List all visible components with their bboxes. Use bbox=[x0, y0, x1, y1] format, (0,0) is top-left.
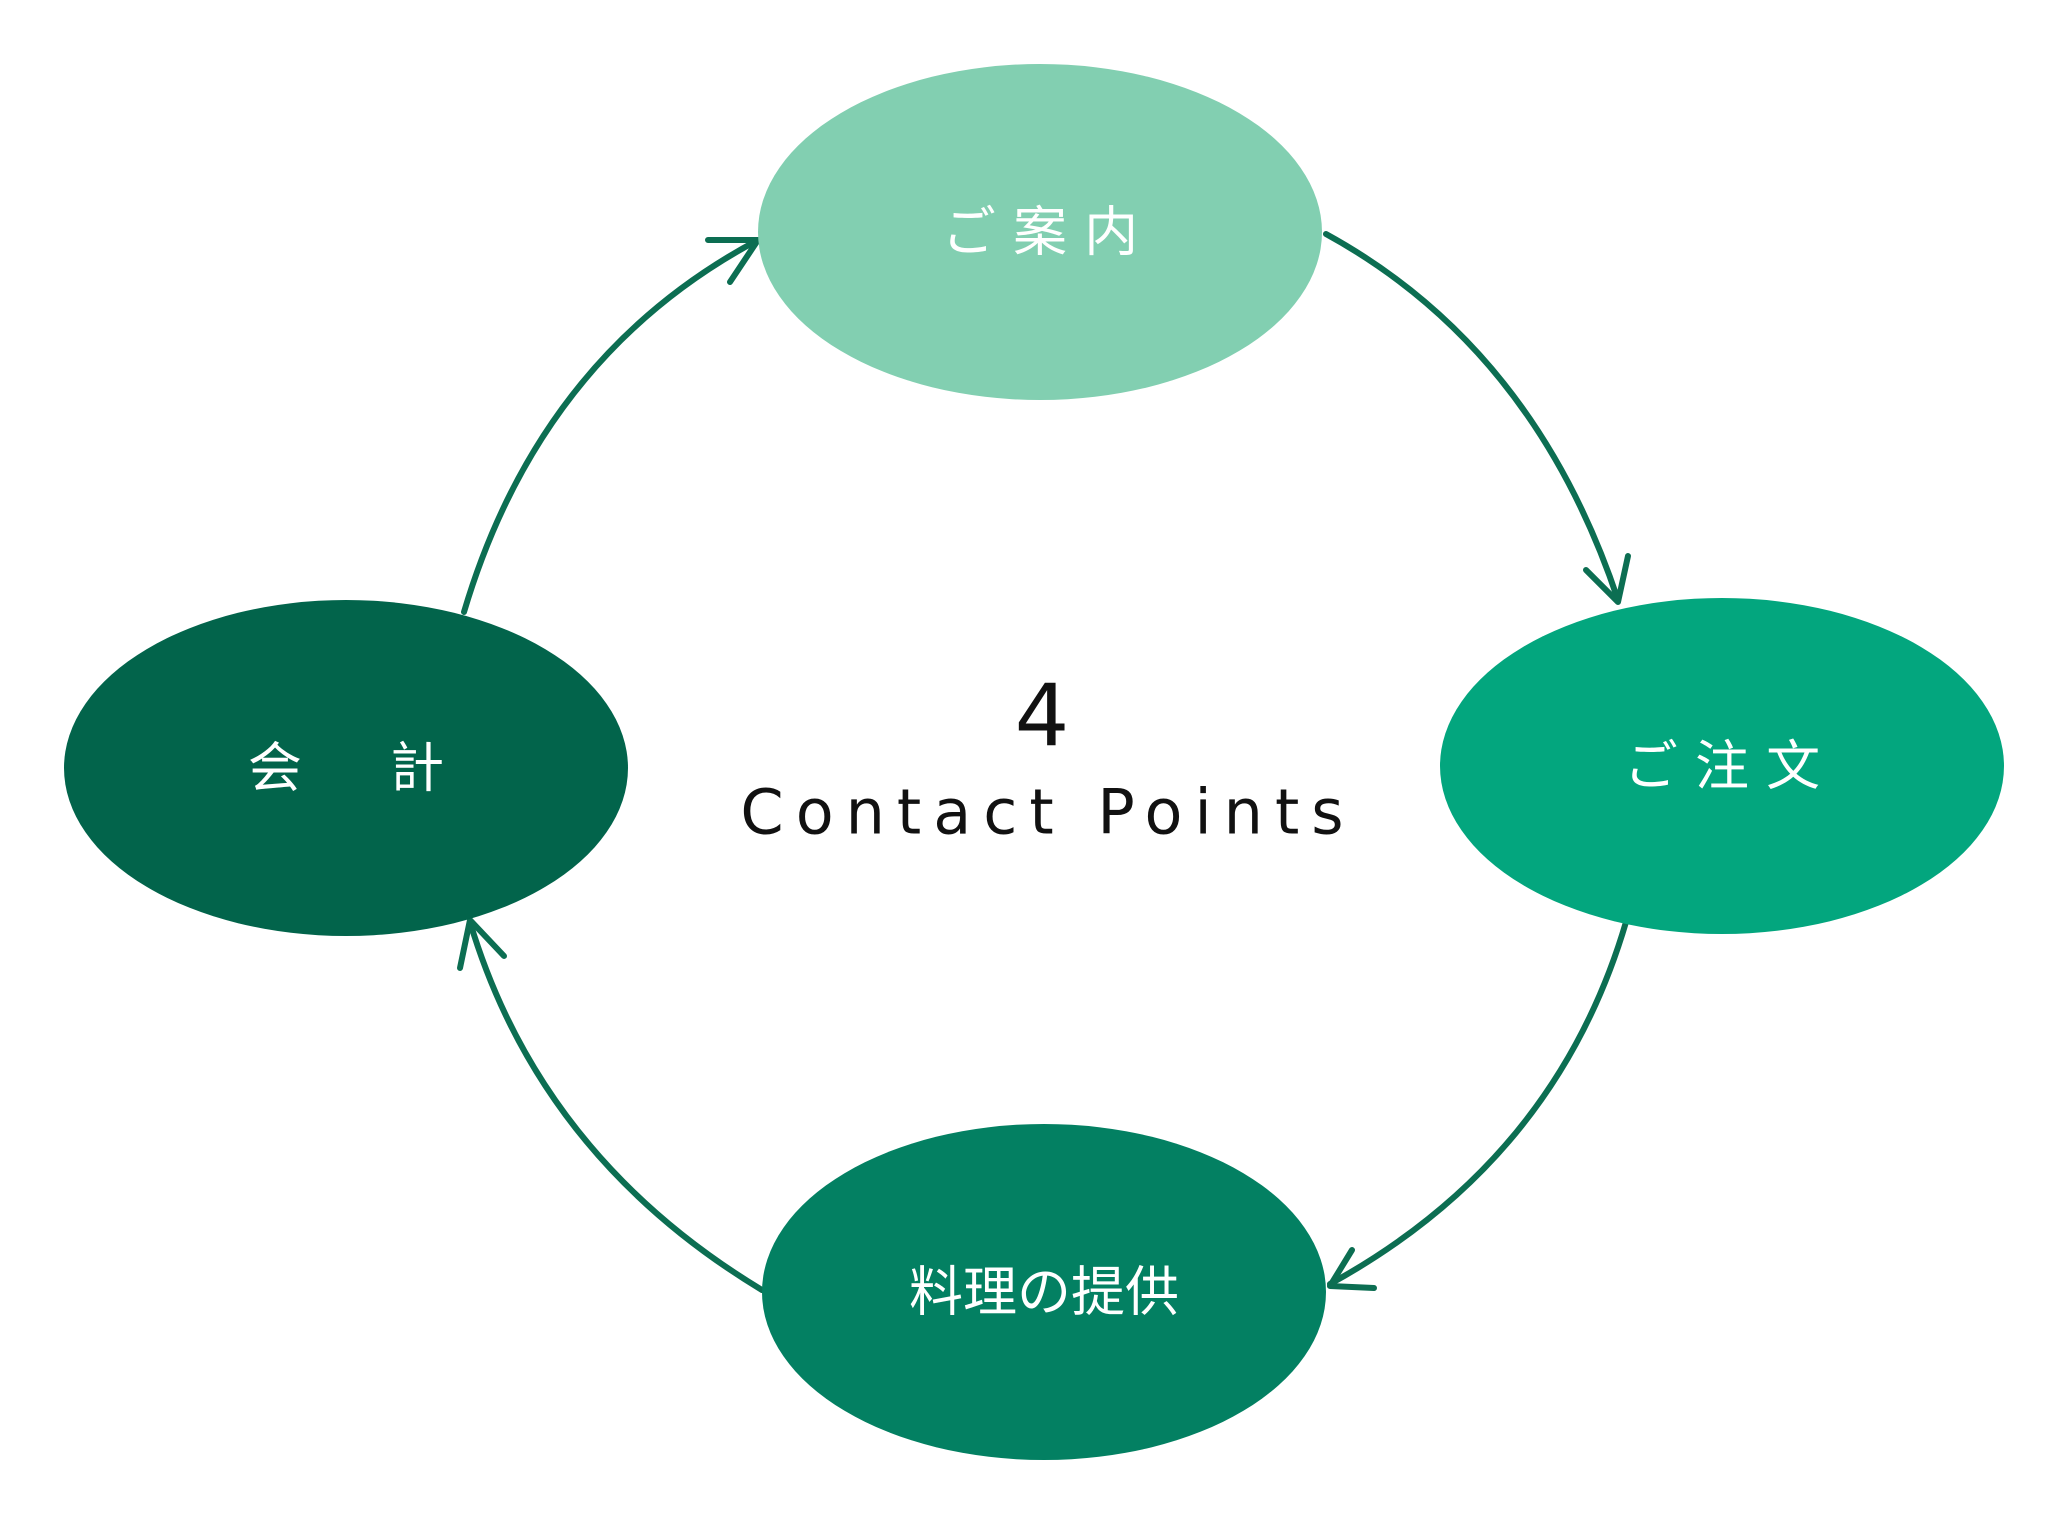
center-number: 4 bbox=[1015, 666, 1070, 766]
arrow-serving-to-checkout bbox=[457, 917, 765, 1293]
step-label-serving: 料理の提供 bbox=[909, 1261, 1179, 1324]
arrow-checkout-to-guidance-head bbox=[705, 237, 761, 285]
arrow-serving-to-checkout-head bbox=[457, 917, 507, 971]
arrow-checkout-to-guidance bbox=[461, 237, 761, 615]
arrow-guidance-to-order bbox=[1323, 231, 1631, 605]
step-ellipse-order bbox=[1440, 598, 2004, 934]
step-node-guidance: ご 案 内 bbox=[758, 64, 1322, 400]
arrow-order-to-serving-head bbox=[1327, 1247, 1377, 1291]
center-caption: Contact Points bbox=[740, 776, 1355, 849]
arrow-guidance-to-order-line bbox=[1323, 231, 1621, 603]
step-label-order: ご 注 文 bbox=[1624, 735, 1820, 798]
step-ellipse-checkout bbox=[64, 600, 628, 936]
arrow-guidance-to-order-head bbox=[1583, 553, 1631, 605]
arrow-serving-to-checkout-line bbox=[467, 919, 765, 1293]
arrow-checkout-to-guidance-line bbox=[461, 237, 761, 615]
step-label-guidance: ご 案 内 bbox=[942, 201, 1138, 264]
step-node-serving: 料理の提供 bbox=[762, 1124, 1326, 1460]
step-label-checkout: 会 計 bbox=[248, 737, 444, 800]
step-ellipse-guidance bbox=[758, 64, 1322, 400]
step-node-order: ご 注 文 bbox=[1440, 598, 2004, 934]
arrow-order-to-serving-line bbox=[1327, 919, 1629, 1287]
arrow-order-to-serving bbox=[1327, 919, 1629, 1291]
step-ellipse-serving bbox=[762, 1124, 1326, 1460]
step-node-checkout: 会 計 bbox=[64, 600, 628, 936]
